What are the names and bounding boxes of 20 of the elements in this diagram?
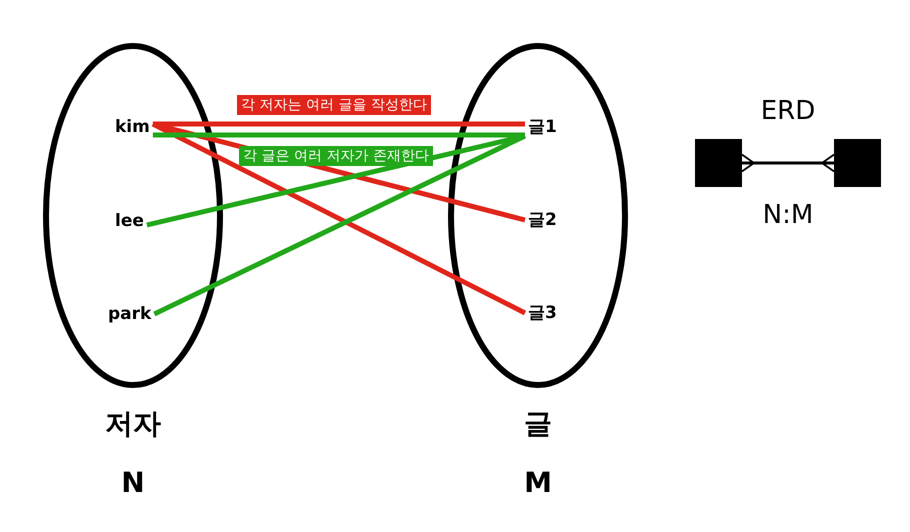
element-label: lee [115,211,144,231]
element-label: 글2 [528,210,557,230]
cardinality-caption: N:M [762,200,814,230]
diagram-caption: ERD [760,96,816,126]
set-heading: 저자 [105,406,161,442]
connector-line [152,122,525,126]
element-label: park [108,304,152,324]
element-label: 글1 [528,117,557,137]
cardinality-letter: N [121,466,145,499]
set-heading: 글 [524,406,552,442]
connector-line [146,134,526,228]
entity-box [695,139,742,187]
entity-box [834,139,881,187]
relation-note: 각 글은 여러 저자가 존재한다 [239,146,433,166]
element-label: 글3 [528,303,557,323]
cardinality-letter: M [524,466,552,499]
element-label: kim [115,117,150,137]
relationship-line [741,154,835,172]
connector-line [152,132,525,138]
relation-note: 각 저자는 여러 글을 작성한다 [237,95,431,115]
